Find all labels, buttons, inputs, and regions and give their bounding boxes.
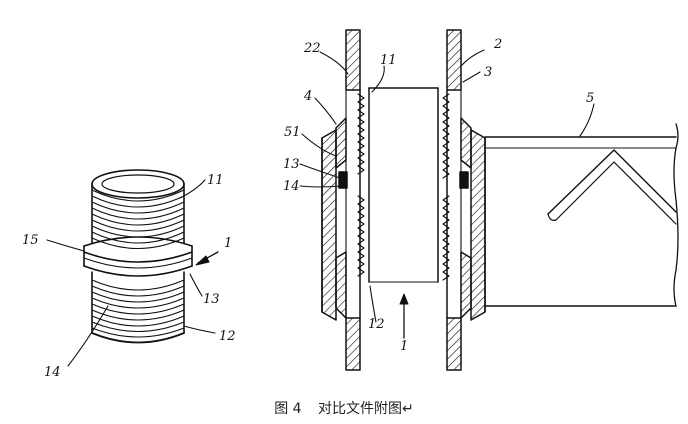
label-5: 5 [586,91,594,106]
seal-nut-upper-left [335,117,347,169]
left-leader-lines [46,179,216,367]
seal-ring-right [459,171,469,189]
right-arrow-1 [399,293,409,339]
upper-pipe-wall-right [446,29,462,91]
housing-wall-right [470,129,486,321]
housing-wall-left [321,129,337,321]
upper-pipe-wall-left [345,29,361,91]
figure-number: 图 4 [274,401,302,417]
label-1-right: 1 [400,339,408,354]
label-3: 3 [484,65,492,80]
label-14-right: 14 [283,179,300,194]
lower-threads [91,279,185,338]
seal-nut-lower-right [460,251,472,319]
seal-nut-upper-right [460,117,472,169]
lower-pipe-wall-right [446,317,462,371]
label-11-right: 11 [380,53,397,68]
label-13-right: 13 [283,157,300,172]
label-14-left: 14 [44,365,61,380]
label-12-right: 12 [368,317,385,332]
seal-ring-left [338,171,348,189]
branch-pipe [484,123,679,307]
lower-pipe-wall-left [345,317,361,371]
label-13-left: 13 [203,292,220,307]
label-22: 22 [303,41,321,56]
fitting-perspective-drawing [46,169,219,367]
left-arrow-1 [195,251,219,266]
figure-caption-text: 对比文件附图↵ [318,401,414,417]
collar-ring [83,236,193,277]
right-leader-lines [299,49,595,323]
label-15: 15 [22,233,39,248]
left-thread-zone [357,93,365,277]
label-4: 4 [303,89,312,104]
right-thread-zone [442,93,450,281]
label-11-left: 11 [207,173,224,188]
seal-nut-lower-left [335,251,347,319]
pipe-cross-section [299,29,679,371]
label-12-left: 12 [219,329,236,344]
label-1-left: 1 [224,236,232,251]
figure-caption: 图 4 对比文件附图↵ [0,398,688,418]
label-2: 2 [493,37,502,52]
label-51: 51 [284,125,301,140]
